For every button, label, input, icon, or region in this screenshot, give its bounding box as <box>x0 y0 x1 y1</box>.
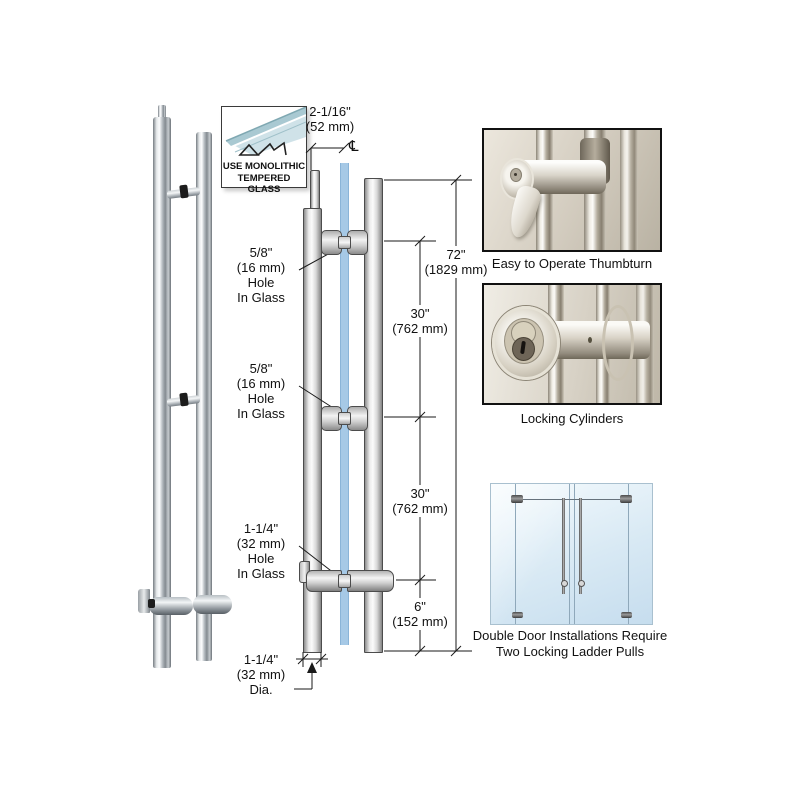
connector1-pin <box>338 236 351 249</box>
door-pull-lock-left <box>561 580 568 587</box>
dim-72: 72" (1829 mm) <box>423 246 489 278</box>
thumbturn-caption: Easy to Operate Thumbturn <box>491 256 653 271</box>
dim-6-inches: 6" <box>414 599 426 614</box>
render-front-tube <box>153 117 171 668</box>
door-fitting-bottom-left <box>512 612 523 618</box>
render-back-tube <box>196 132 212 661</box>
double-door-caption-line2: Two Locking Ladder Pulls <box>495 644 645 659</box>
door-center-line-right <box>574 484 575 624</box>
hole1-line3: Hole <box>247 275 275 290</box>
dim-72-inches: 72" <box>446 247 466 262</box>
top-dim-inches: 2-1/16" <box>309 104 351 119</box>
render-crossbar-mid-ring <box>179 392 189 407</box>
render-front-tube-tip <box>158 105 166 119</box>
double-door-illustration <box>490 483 653 625</box>
connector2-pin <box>338 412 351 425</box>
hole3-line4: In Glass <box>237 566 285 581</box>
double-door-caption: Double Door Installations Require Two Lo… <box>462 628 678 660</box>
hole2-line2: (16 mm) <box>236 376 286 391</box>
diameter-callout: 1-1/4" (32 mm) Dia. <box>225 652 297 697</box>
door-center-line-left <box>569 484 570 624</box>
door-fitting-bottom-right <box>621 612 632 618</box>
lock-pin <box>338 574 351 588</box>
door-header-line <box>515 499 629 500</box>
photo1-keyway-dot <box>514 173 517 176</box>
hole3-line1: 1-1/4" <box>243 521 279 536</box>
hole1-line1: 5/8" <box>249 245 273 260</box>
door-left-sidelite-line <box>515 484 516 624</box>
dia-line2: (32 mm) <box>236 667 286 682</box>
thumbturn-photo <box>482 128 662 252</box>
hole2-line3: Hole <box>247 391 275 406</box>
hole2-line4: In Glass <box>237 406 285 421</box>
hole1-callout: 5/8" (16 mm) Hole In Glass <box>225 245 297 305</box>
dim-6: 6" (152 mm) <box>390 598 450 630</box>
dim-6-mm: (152 mm) <box>392 614 448 629</box>
lock-housing-left <box>306 570 342 592</box>
render-lock-housing-left <box>149 597 193 615</box>
hole3-line2: (32 mm) <box>236 536 286 551</box>
door-fitting-top-left <box>511 495 523 503</box>
dim-30-lower-mm: (762 mm) <box>392 501 448 516</box>
dim-30-lower-inches: 30" <box>410 486 430 501</box>
photo2-ring-clip <box>602 305 634 381</box>
door-right-sidelite-line <box>628 484 629 624</box>
dia-line3: Dia. <box>249 682 273 697</box>
glass-logo-icon <box>238 141 287 156</box>
lock-housing-right <box>347 570 394 592</box>
render-lock-housing-right <box>193 595 232 614</box>
render-thumbturn-dot <box>148 599 155 608</box>
hole2-line1: 5/8" <box>249 361 273 376</box>
hole1-line2: (16 mm) <box>236 260 286 275</box>
glass-corner-icon <box>225 107 306 155</box>
centerline-symbol: ℄ <box>349 138 359 155</box>
door-ladder-pull-left <box>562 498 565 594</box>
door-ladder-pull-right <box>579 498 582 594</box>
drawing-left-tube-cap <box>310 170 320 212</box>
top-dim-label: 2-1/16" (52 mm) <box>294 104 366 134</box>
hole1-line4: In Glass <box>237 290 285 305</box>
photo2-set-screw-dot <box>588 337 592 343</box>
dia-arrowhead <box>307 662 317 673</box>
cylinders-photo <box>482 283 662 405</box>
badge-line2: TEMPERED GLASS <box>237 173 291 195</box>
dim-30-lower: 30" (762 mm) <box>390 485 450 517</box>
drawing-left-tube <box>303 208 322 653</box>
door-fitting-top-right <box>620 495 632 503</box>
dia-line1: 1-1/4" <box>243 652 279 667</box>
double-door-caption-line1: Double Door Installations Require <box>472 628 668 643</box>
hole3-line3: Hole <box>247 551 275 566</box>
dim-72-mm: (1829 mm) <box>424 262 488 277</box>
dim-30-upper-inches: 30" <box>410 306 430 321</box>
render-thumbturn-tab <box>138 589 150 613</box>
render-crossbar-top-ring <box>179 184 189 199</box>
dim-30-upper-mm: (762 mm) <box>392 321 448 336</box>
door-pull-lock-right <box>578 580 585 587</box>
photo1-back-tube-right <box>620 130 638 250</box>
hole2-callout: 5/8" (16 mm) Hole In Glass <box>225 361 297 421</box>
dim-30-upper: 30" (762 mm) <box>390 305 450 337</box>
cylinders-caption: Locking Cylinders <box>520 411 624 426</box>
hole3-callout: 1-1/4" (32 mm) Hole In Glass <box>225 521 297 581</box>
badge-line1: USE MONOLITHIC <box>222 161 306 172</box>
top-dim-mm: (52 mm) <box>305 119 355 134</box>
